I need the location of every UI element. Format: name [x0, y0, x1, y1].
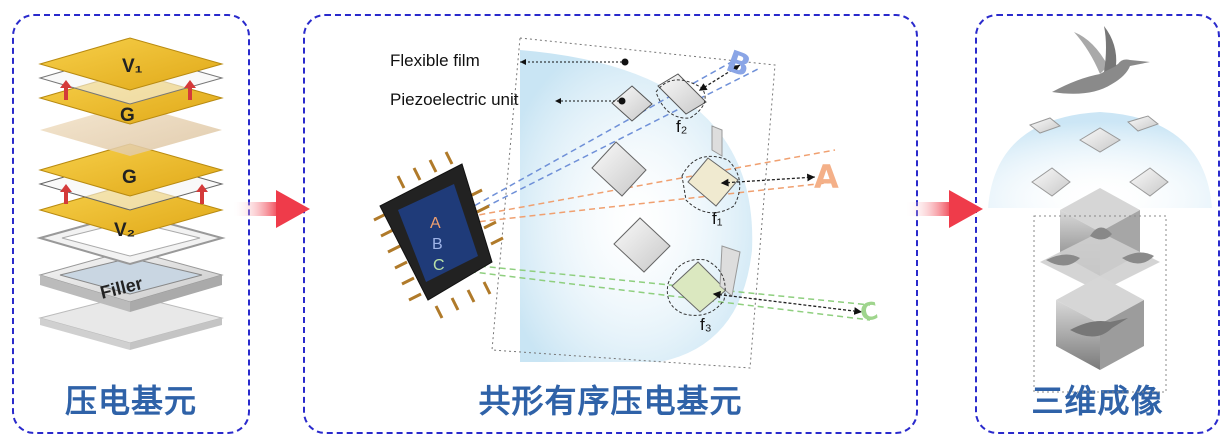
bird-icon: [1052, 26, 1150, 94]
chip-label-a: A: [430, 215, 441, 232]
transition-arrow-icon: [232, 190, 310, 228]
target-letter-b: B: [722, 44, 755, 85]
conformal-array-diagram: A B C f₂ f₁ f₃ B A C: [374, 38, 880, 368]
chip: [374, 152, 503, 318]
layer-label-v2: V₂: [114, 220, 135, 241]
focus-label-f1: f₁: [712, 209, 723, 228]
chip-label-b: B: [432, 236, 443, 253]
focus-label-f3: f₃: [700, 315, 712, 334]
focus-label-f2: f₂: [676, 117, 687, 136]
imaging-diagram: [988, 26, 1212, 392]
transition-arrow-icon: [905, 190, 983, 228]
target-letter-c: C: [858, 297, 880, 328]
target-letter-a: A: [814, 158, 839, 196]
layer-label-g-top: G: [120, 105, 135, 126]
flexible-film-label: Flexible film: [390, 51, 480, 71]
layer-label-g-mid: G: [122, 167, 137, 188]
layer-stack: V₁ G G V₂ Filler: [40, 38, 222, 350]
piezo-unit-label: Piezoelectric unit: [390, 90, 519, 110]
chip-label-c: C: [433, 257, 445, 274]
layer-label-v1: V₁: [122, 56, 143, 77]
